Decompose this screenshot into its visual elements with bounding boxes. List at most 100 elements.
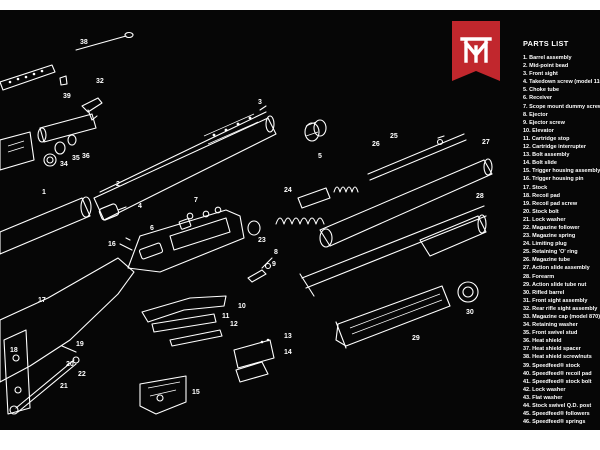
part-heat-shield-screw <box>75 31 134 51</box>
part-magazine-spring <box>275 217 325 225</box>
parts-list-item: 40. Speedfeed® recoil pad <box>523 370 592 377</box>
part-follower-spring <box>333 186 359 193</box>
part-heat-shield <box>37 113 97 167</box>
callout-17: 17 <box>38 297 46 304</box>
part-forearm <box>335 285 451 349</box>
part-magazine-tube <box>367 133 467 181</box>
parts-list-item: 14. Bolt slide <box>523 160 557 167</box>
part-trigger-housing <box>139 375 187 415</box>
part-cartridge-stop <box>151 313 217 333</box>
part-receiver <box>127 209 245 273</box>
mm-monogram-logo-icon <box>452 21 500 81</box>
callout-7: 7 <box>194 197 198 204</box>
callout-11: 11 <box>222 313 230 320</box>
part-action-slide-tube-nut <box>457 281 479 303</box>
parts-list-item: 6. Receiver <box>523 95 553 102</box>
parts-list-item: 13. Bolt assembly <box>523 152 570 159</box>
part-barrel-assembly <box>0 196 92 255</box>
parts-list-item: 36. Heat shield <box>523 338 562 345</box>
callout-19: 19 <box>76 341 84 348</box>
parts-list-item: 28. Forearm <box>523 273 555 280</box>
callout-38: 38 <box>80 39 88 46</box>
parts-list-item: 31. Front sight assembly <box>523 297 588 304</box>
callout-3: 3 <box>258 99 262 106</box>
gun-mat: 38 32 39 3 34 35 36 5 25 26 27 28 1 2 4 … <box>0 10 600 430</box>
parts-list-item: 43. Flat washer <box>523 394 563 401</box>
parts-list-item: 15. Trigger housing assembly <box>523 168 600 175</box>
parts-list-item: 2. Mid-point bead <box>523 63 569 70</box>
part-magazine-follower <box>297 187 331 209</box>
part-trigger-housing-pin <box>119 237 133 251</box>
parts-list-item: 46. Speedfeed® springs <box>523 419 586 426</box>
parts-list-item: 12. Cartridge interrupter <box>523 144 586 151</box>
callout-13: 13 <box>284 333 292 340</box>
parts-list-item: 21. Lock washer <box>523 216 566 223</box>
callout-2: 2 <box>116 181 120 188</box>
callout-15: 15 <box>192 389 200 396</box>
part-forearm-slide <box>299 205 487 297</box>
parts-list-item: 26. Magazine tube <box>523 257 571 264</box>
callout-6: 6 <box>150 225 154 232</box>
part-choke-tube <box>304 119 327 142</box>
parts-list-item: 17. Stock <box>523 184 548 191</box>
callout-29: 29 <box>412 335 420 342</box>
part-cartridge-interrupter <box>169 329 223 347</box>
callout-5: 5 <box>318 153 322 160</box>
callout-9: 9 <box>272 261 276 268</box>
parts-list-item: 11. Cartridge stop <box>523 135 570 142</box>
part-recoil-pad <box>3 329 31 415</box>
parts-list-item: 10. Elevator <box>523 127 554 134</box>
callout-10: 10 <box>238 303 246 310</box>
part-barrel-main <box>93 105 277 221</box>
callout-23: 23 <box>258 237 266 244</box>
part-elevator <box>141 295 227 323</box>
parts-list-item: 20. Stock bolt <box>523 208 559 215</box>
callout-12: 12 <box>230 321 238 328</box>
callout-4: 4 <box>138 203 142 210</box>
callout-18: 18 <box>10 347 18 354</box>
exploded-parts-diagram <box>0 31 493 415</box>
callout-28: 28 <box>476 193 484 200</box>
parts-list-item: 34. Retaining washer <box>523 322 578 329</box>
parts-list-item: 18. Recoil pad <box>523 192 560 199</box>
callout-20: 20 <box>66 361 74 368</box>
parts-list-item: 4. Takedown screw (model 1100) <box>523 79 600 86</box>
parts-list-item: 23. Magazine spring <box>523 233 576 240</box>
callout-36: 36 <box>82 153 90 160</box>
part-stock-bolt <box>9 356 80 415</box>
callout-16: 16 <box>108 241 116 248</box>
part-takedown-screw <box>98 203 127 221</box>
part-rifle-sight-rib <box>0 64 68 91</box>
part-bolt-assembly <box>233 338 275 369</box>
callout-30: 30 <box>466 309 474 316</box>
parts-list-item: 35. Front swivel stud <box>523 330 578 337</box>
callout-14: 14 <box>284 349 292 356</box>
parts-list-item: 3. Front sight <box>523 71 558 78</box>
parts-list-item: 24. Limiting plug <box>523 241 567 248</box>
parts-list-item: 33. Magazine cap (model 870) <box>523 314 600 320</box>
callout-1: 1 <box>42 189 46 196</box>
part-bolt-slide <box>235 361 269 383</box>
parts-list-item: 37. Heat shield spacer <box>523 346 581 353</box>
part-action-slide-assembly <box>319 158 493 248</box>
parts-list-item: 42. Lock washer <box>523 386 566 393</box>
part-scope-mount-screws <box>186 206 222 220</box>
callout-39: 39 <box>63 93 71 100</box>
callout-layer: 38 32 39 3 34 35 36 5 25 26 27 28 1 2 4 … <box>10 39 490 396</box>
callout-26: 26 <box>372 141 380 148</box>
parts-list-item: 30. Rifled barrel <box>523 289 565 296</box>
callout-32: 32 <box>96 78 104 85</box>
parts-list-item: 25. Retaining 'O' ring <box>523 249 578 256</box>
parts-list-item: 8. Ejector <box>523 111 548 118</box>
part-ejector <box>247 257 273 283</box>
part-rear-rifle-sight <box>81 97 103 121</box>
callout-21: 21 <box>60 383 68 390</box>
part-recoil-pad-screw <box>61 345 77 353</box>
callout-22: 22 <box>78 371 86 378</box>
callout-25: 25 <box>390 133 398 140</box>
parts-list-item: 19. Recoil pad screw <box>523 200 578 207</box>
parts-list-item: 41. Speedfeed® stock bolt <box>523 378 592 385</box>
parts-list-item: 1. Barrel assembly <box>523 55 572 61</box>
parts-list-item: 38. Heat shield screw/nuts <box>523 354 592 361</box>
